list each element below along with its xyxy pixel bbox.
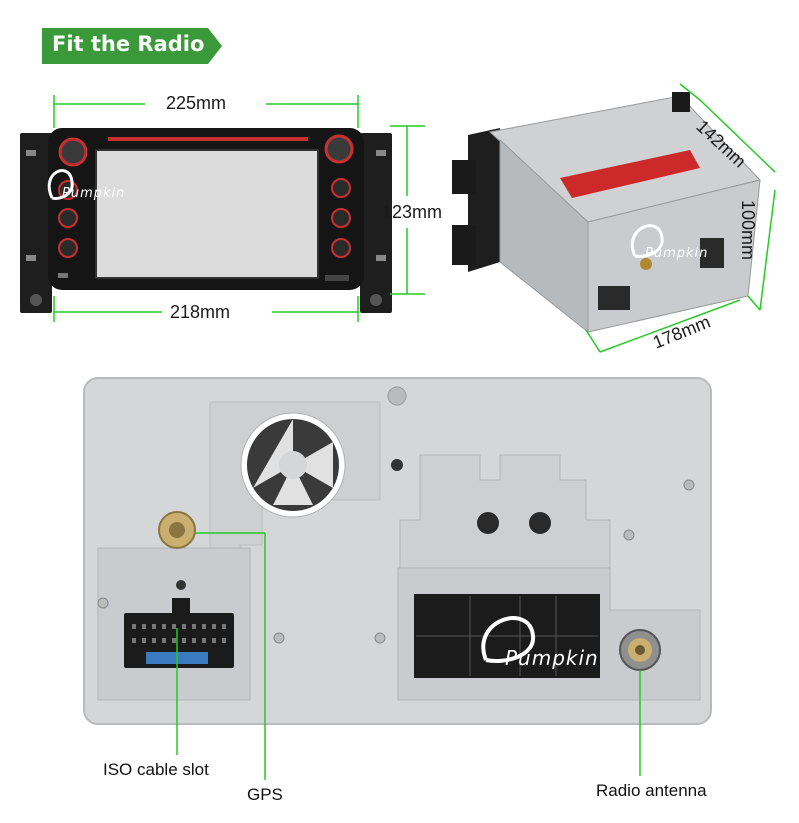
- side-view-radio: [452, 92, 761, 334]
- logo-mark-front: [47, 169, 74, 200]
- logo-mark-rear: [481, 616, 536, 663]
- front-width-bottom-label: 218mm: [170, 302, 231, 322]
- banner-title: Fit the Radio: [52, 32, 205, 56]
- logo-text-side: Pumpkin: [645, 246, 709, 261]
- iso-cable-slot-label: ISO cable slot: [103, 760, 209, 779]
- side-height-label: 100mm: [738, 200, 758, 261]
- front-dimension-lines: [53, 95, 425, 322]
- front-height-label: 123mm: [382, 202, 443, 222]
- logo-mark-side: [631, 224, 664, 258]
- callout-lines: [176, 532, 641, 780]
- banner-background: [42, 28, 222, 64]
- radio-antenna-label: Radio antenna: [596, 781, 707, 800]
- side-dimension-lines: [585, 83, 776, 353]
- front-width-top-label: 225mm: [166, 93, 227, 113]
- logo-text-rear: Pumpkin: [505, 646, 599, 670]
- logo-text-front: Pumpkin: [62, 186, 126, 201]
- front-view-radio: [20, 128, 392, 313]
- rear-panel: [83, 377, 712, 725]
- gps-label: GPS: [247, 785, 283, 804]
